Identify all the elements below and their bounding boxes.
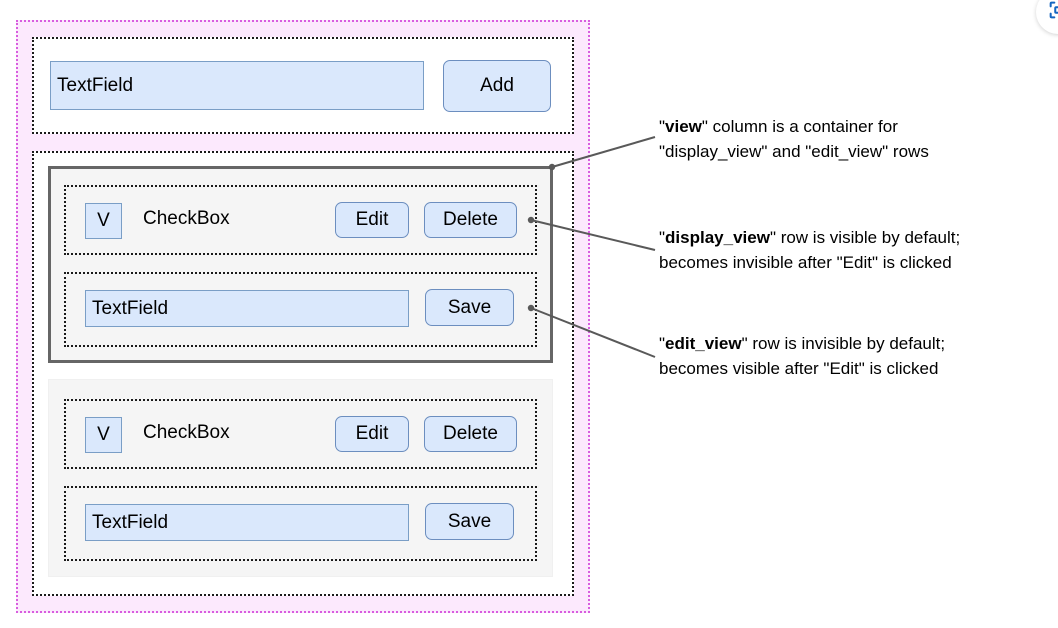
scan-icon-button[interactable] — [1036, 0, 1058, 34]
checkbox-label-2: CheckBox — [143, 422, 230, 443]
display-view-row-2 — [64, 399, 537, 469]
edit-text-input-2[interactable]: TextField — [85, 504, 409, 541]
checkbox-1[interactable]: V — [85, 203, 122, 239]
annotation-edit-view: "edit_view" row is invisible by default;… — [659, 331, 945, 381]
annotation-display-view: "display_view" row is visible by default… — [659, 225, 960, 275]
edit-view-row-2 — [64, 486, 537, 561]
edit-button-1[interactable]: Edit — [335, 202, 409, 238]
checkbox-2[interactable]: V — [85, 417, 122, 453]
view-column-item-1 — [48, 166, 553, 363]
annotation-view-line1: "view" column is a container for — [659, 117, 898, 136]
annotation-display-view-line2: becomes invisible after "Edit" is clicke… — [659, 253, 952, 272]
annotation-edit-view-line2: becomes visible after "Edit" is clicked — [659, 359, 939, 378]
annotation-view: "view" column is a container for "displa… — [659, 114, 929, 164]
view-column-item-2 — [48, 379, 553, 577]
annotation-display-view-line1: "display_view" row is visible by default… — [659, 228, 961, 247]
scan-icon — [1047, 0, 1058, 26]
add-text-input[interactable]: TextField — [50, 61, 424, 110]
add-button[interactable]: Add — [443, 60, 551, 112]
save-button-2[interactable]: Save — [425, 503, 514, 540]
edit-button-2[interactable]: Edit — [335, 416, 409, 452]
save-button-1[interactable]: Save — [425, 289, 514, 326]
delete-button-1[interactable]: Delete — [424, 202, 517, 238]
annotation-edit-view-line1: "edit_view" row is invisible by default; — [659, 334, 946, 353]
edit-text-input-1[interactable]: TextField — [85, 290, 409, 327]
checkbox-label-1: CheckBox — [143, 208, 230, 229]
annotation-view-line2: "display_view" and "edit_view" rows — [659, 142, 929, 161]
delete-button-2[interactable]: Delete — [424, 416, 517, 452]
